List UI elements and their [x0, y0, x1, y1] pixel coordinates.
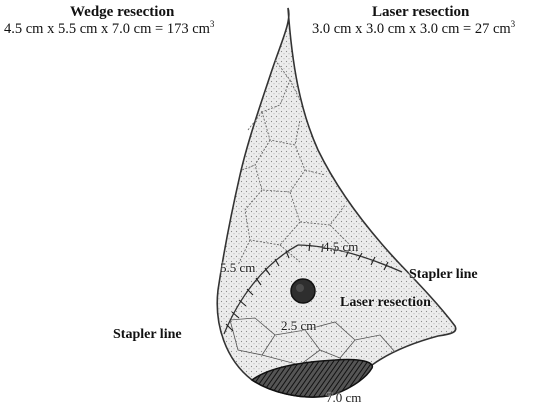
- tumor-nodule: [291, 279, 315, 303]
- dimension-4-5: 4.5 cm: [323, 240, 358, 253]
- stapler-line-right-label: Stapler line: [409, 268, 478, 282]
- laser-resection-title: Laser resection: [372, 5, 469, 20]
- wedge-outline: [217, 8, 456, 397]
- dimension-7-0: 7.0 cm: [326, 391, 361, 404]
- wedge-resection-title: Wedge resection: [70, 5, 174, 20]
- laser-resection-formula: 3.0 cm x 3.0 cm x 3.0 cm = 27 cm3: [312, 22, 515, 37]
- wedge-resection-formula: 4.5 cm x 5.5 cm x 7.0 cm = 173 cm3: [4, 22, 214, 37]
- dimension-2-5: 2.5 cm: [281, 319, 316, 332]
- stapler-line-left-label: Stapler line: [113, 328, 182, 342]
- laser-resection-label: Laser resection: [340, 296, 431, 310]
- dimension-5-5: 5.5 cm: [220, 261, 255, 274]
